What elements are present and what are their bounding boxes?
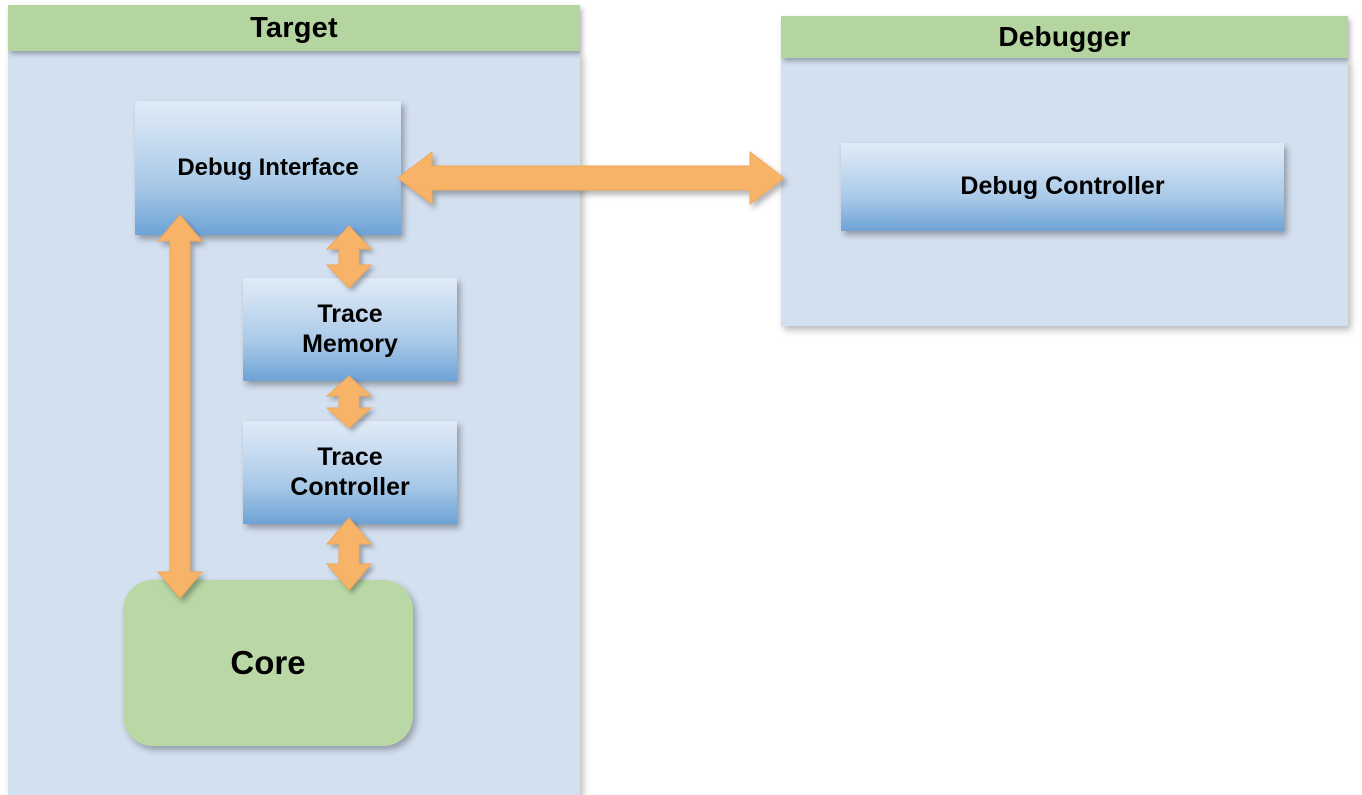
block-debug-interface-label: Debug Interface [177, 153, 359, 181]
arrow-trace-memory-to-trace-controller [325, 375, 373, 429]
block-trace-memory-label-line2: Memory [302, 329, 398, 358]
block-trace-controller[interactable]: Trace Controller [243, 421, 457, 524]
block-debug-controller-label: Debug Controller [960, 172, 1165, 201]
arrow-debug-interface-to-core [154, 214, 206, 599]
block-trace-controller-label-line2: Controller [290, 472, 410, 501]
arrow-debug-interface-to-trace-memory [325, 225, 373, 289]
block-trace-memory-label-line1: Trace [317, 300, 383, 328]
diagram-canvas: Target Debugger Debug Interface Trace Me… [8, 5, 1348, 795]
panel-debugger-header: Debugger [781, 16, 1348, 58]
block-core[interactable]: Core [123, 580, 413, 746]
block-core-label: Core [230, 643, 306, 681]
arrow-debug-interface-to-debug-controller [397, 148, 785, 208]
panel-target-header: Target [8, 5, 580, 51]
arrow-trace-controller-to-core [325, 517, 373, 591]
panel-target-title: Target [250, 11, 338, 44]
block-debug-controller[interactable]: Debug Controller [841, 143, 1284, 231]
panel-debugger-title: Debugger [998, 21, 1131, 52]
block-trace-controller-label-line1: Trace [317, 443, 383, 471]
block-trace-controller-label: Trace Controller [290, 443, 409, 502]
block-debug-interface[interactable]: Debug Interface [135, 101, 401, 235]
block-trace-memory-label: Trace Memory [302, 300, 398, 359]
block-trace-memory[interactable]: Trace Memory [243, 278, 457, 381]
